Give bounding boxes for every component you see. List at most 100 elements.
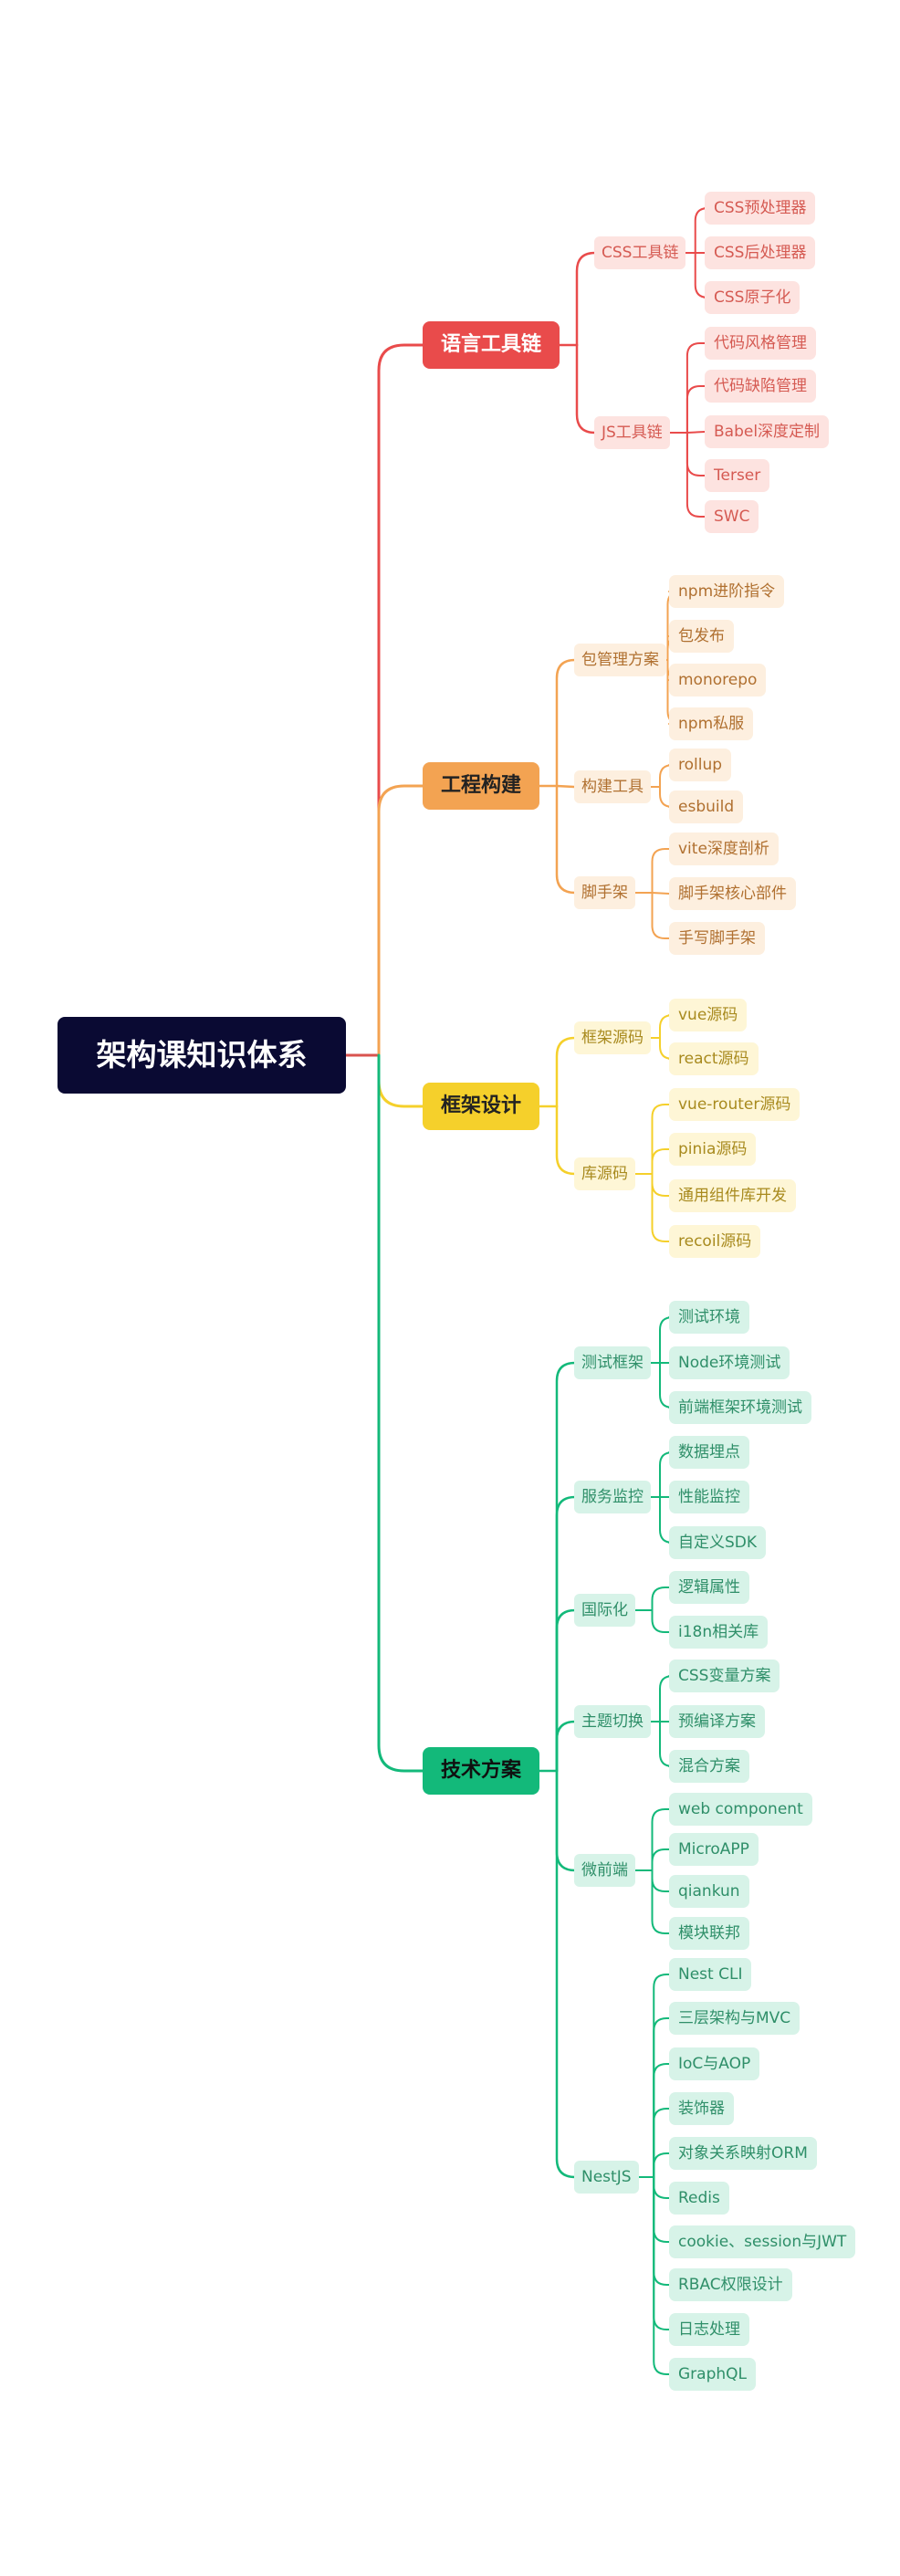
subtopic[interactable]: NestJS: [574, 2161, 639, 2194]
leaf-connector: [685, 432, 706, 476]
leaf-connector: [651, 892, 670, 895]
leaf-topic[interactable]: cookie、session与JWT: [669, 2225, 856, 2258]
sub-connector: [555, 658, 576, 788]
leaf-topic[interactable]: vue源码: [669, 999, 748, 1031]
leaf-topic[interactable]: 装饰器: [669, 2092, 734, 2125]
leaf-topic[interactable]: 通用组件库开发: [669, 1179, 796, 1212]
leaf-topic[interactable]: 脚手架核心部件: [669, 877, 796, 910]
leaf-connector: [685, 385, 706, 434]
leaf-topic[interactable]: SWC: [705, 500, 759, 533]
leaf-topic[interactable]: 包发布: [669, 620, 734, 653]
sub-connector: [555, 1769, 576, 1872]
leaf-topic[interactable]: monorepo: [669, 664, 767, 696]
leaf-topic[interactable]: pinia源码: [669, 1133, 757, 1166]
subtopic[interactable]: 主题切换: [574, 1705, 651, 1738]
leaf-topic[interactable]: Redis: [669, 2182, 729, 2215]
subtopic[interactable]: 包管理方案: [574, 644, 666, 676]
leaf-topic[interactable]: react源码: [669, 1042, 759, 1075]
subtopic[interactable]: 库源码: [574, 1157, 635, 1190]
sub-connector: [555, 1608, 576, 1773]
leaf-topic[interactable]: 前端框架环境测试: [669, 1391, 811, 1424]
leaf-connector: [653, 2176, 670, 2375]
sub-connector: [555, 1036, 576, 1108]
root-topic[interactable]: 架构课知识体系: [58, 1017, 346, 1094]
subtopic[interactable]: 脚手架: [574, 876, 635, 909]
leaf-topic[interactable]: 三层架构与MVC: [669, 2002, 801, 2035]
leaf-topic[interactable]: 日志处理: [669, 2313, 749, 2346]
leaf-topic[interactable]: 对象关系映射ORM: [669, 2137, 817, 2170]
leaf-topic[interactable]: npm私服: [669, 707, 754, 740]
branch-topic[interactable]: 语言工具链: [423, 321, 560, 369]
leaf-connector: [651, 1586, 670, 1611]
sub-connector: [555, 1361, 576, 1773]
leaf-connector: [651, 1869, 670, 1892]
sub-connector: [575, 251, 596, 347]
sub-connector: [555, 1769, 576, 2179]
leaf-topic[interactable]: 预编译方案: [669, 1705, 765, 1738]
subtopic[interactable]: 框架源码: [574, 1021, 651, 1054]
leaf-topic[interactable]: 自定义SDK: [669, 1526, 767, 1559]
leaf-connector: [651, 1609, 670, 1633]
leaf-connector: [653, 1974, 670, 2178]
branch-connector: [377, 343, 424, 1057]
leaf-topic[interactable]: rollup: [669, 749, 732, 781]
leaf-connector: [685, 432, 706, 518]
branch-topic[interactable]: 技术方案: [423, 1747, 540, 1795]
leaf-topic[interactable]: esbuild: [669, 791, 744, 823]
leaf-topic[interactable]: 测试环境: [669, 1301, 749, 1334]
leaf-topic[interactable]: CSS变量方案: [669, 1660, 780, 1692]
leaf-topic[interactable]: 代码缺陷管理: [705, 370, 816, 403]
branch-connector: [377, 1053, 424, 1108]
leaf-connector: [651, 1148, 670, 1175]
subtopic[interactable]: 微前端: [574, 1854, 635, 1887]
leaf-topic[interactable]: i18n相关库: [669, 1616, 769, 1649]
leaf-topic[interactable]: recoil源码: [669, 1225, 761, 1258]
sub-connector: [555, 1720, 576, 1773]
leaf-connector: [653, 2152, 670, 2178]
leaf-connector: [651, 1808, 670, 1871]
leaf-topic[interactable]: Babel深度定制: [705, 415, 830, 448]
subtopic[interactable]: 服务监控: [574, 1481, 651, 1513]
leaf-connector: [653, 2176, 670, 2243]
leaf-topic[interactable]: CSS原子化: [705, 281, 801, 314]
leaf-connector: [653, 2017, 670, 2178]
leaf-topic[interactable]: Node环境测试: [669, 1346, 790, 1379]
leaf-topic[interactable]: IoC与AOP: [669, 2047, 760, 2080]
branch-topic[interactable]: 框架设计: [423, 1083, 540, 1130]
leaf-connector: [651, 1173, 670, 1197]
leaf-topic[interactable]: 手写脚手架: [669, 922, 765, 955]
leaf-topic[interactable]: vue-router源码: [669, 1088, 801, 1121]
leaf-connector: [651, 1173, 670, 1242]
sub-connector: [555, 1105, 576, 1176]
leaf-topic[interactable]: 数据埋点: [669, 1436, 749, 1469]
leaf-topic[interactable]: vite深度剖析: [669, 832, 779, 865]
leaf-connector: [651, 1848, 670, 1871]
branch-connector: [377, 1053, 424, 1773]
leaf-topic[interactable]: web component: [669, 1793, 812, 1826]
leaf-topic[interactable]: Terser: [705, 459, 770, 492]
subtopic[interactable]: CSS工具链: [594, 236, 686, 269]
subtopic[interactable]: JS工具链: [594, 416, 670, 449]
leaf-topic[interactable]: 性能监控: [669, 1481, 749, 1513]
leaf-topic[interactable]: 混合方案: [669, 1750, 749, 1783]
leaf-topic[interactable]: RBAC权限设计: [669, 2268, 792, 2301]
leaf-topic[interactable]: npm进阶指令: [669, 575, 785, 608]
leaf-connector: [653, 2176, 670, 2199]
branch-topic[interactable]: 工程构建: [423, 762, 540, 810]
leaf-topic[interactable]: CSS后处理器: [705, 236, 816, 269]
leaf-topic[interactable]: CSS预处理器: [705, 192, 816, 225]
leaf-topic[interactable]: qiankun: [669, 1875, 749, 1908]
subtopic[interactable]: 测试框架: [574, 1346, 651, 1379]
subtopic[interactable]: 构建工具: [574, 770, 651, 803]
leaf-topic[interactable]: 逻辑属性: [669, 1571, 749, 1604]
leaf-connector: [651, 1104, 670, 1175]
leaf-topic[interactable]: GraphQL: [669, 2358, 756, 2391]
leaf-topic[interactable]: MicroAPP: [669, 1833, 759, 1866]
subtopic[interactable]: 国际化: [574, 1594, 635, 1627]
leaf-connector: [685, 342, 706, 434]
leaf-connector: [651, 892, 670, 939]
leaf-topic[interactable]: 代码风格管理: [705, 327, 816, 360]
leaf-topic[interactable]: Nest CLI: [669, 1958, 752, 1991]
leaf-topic[interactable]: 模块联邦: [669, 1917, 749, 1950]
